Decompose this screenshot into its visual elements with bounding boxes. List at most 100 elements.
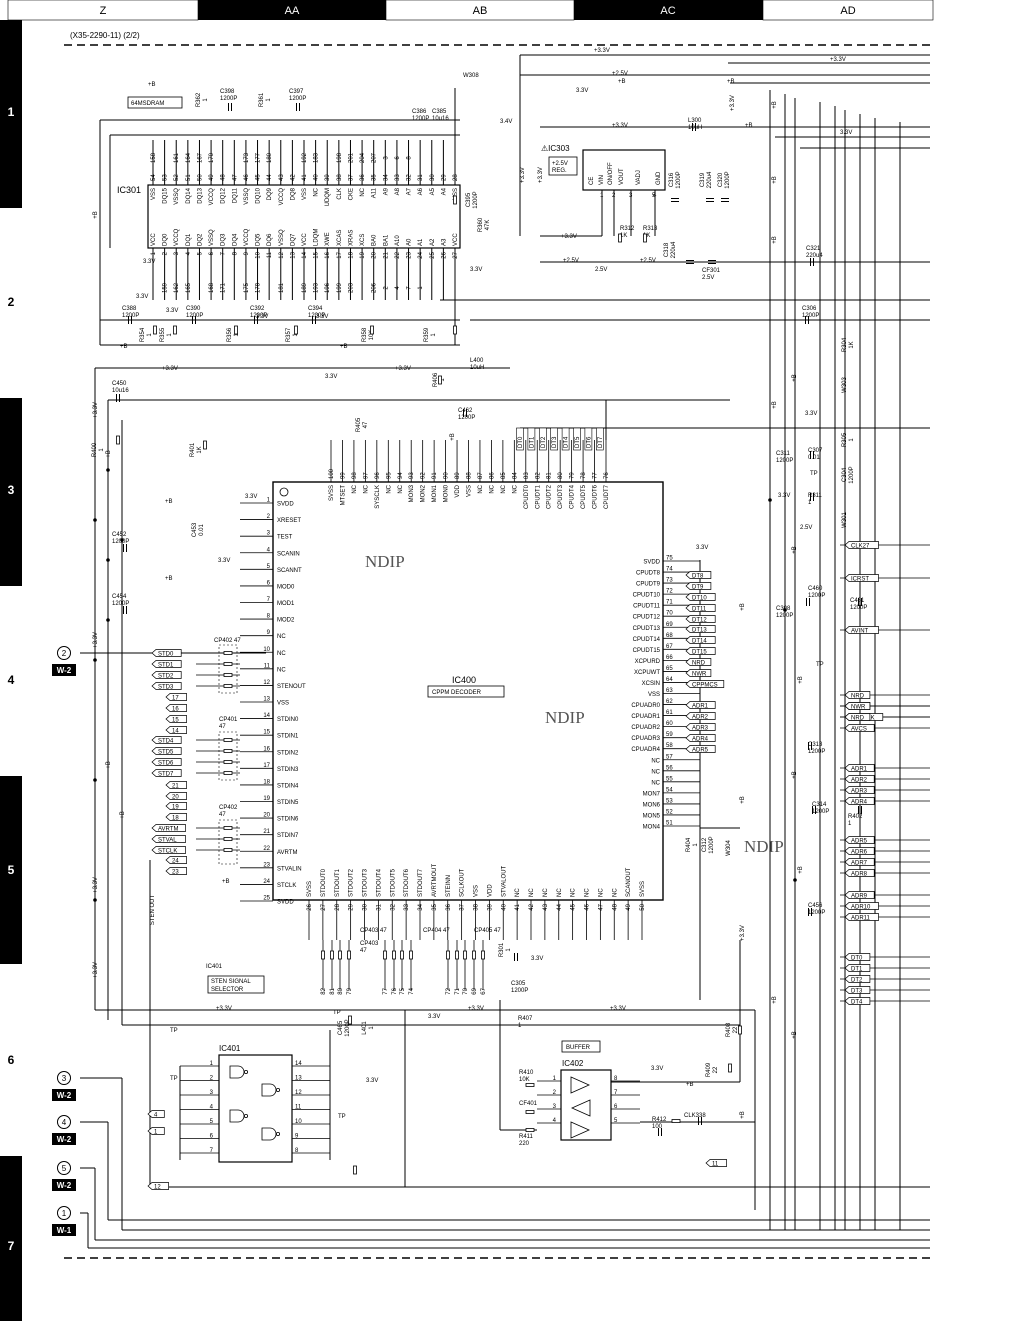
component-value: 1200P [776,458,793,464]
ic400-right-pin-name: MON6 [643,802,661,808]
cp401-label: CP401 [219,717,238,723]
ic301-top-pin-number: 31 [418,174,424,181]
ic400-right-pin-name: VSS [648,692,660,698]
net-label-shape [844,713,871,721]
resistor-pack-element [409,950,413,960]
component-value: 1K [197,446,203,453]
ic400-right-pin-name: MON7 [643,791,661,797]
ic301-top-pin-name: VCCQ [209,188,215,206]
ic301-bottom-net: 181 [279,282,285,293]
net-label-shape [147,1127,165,1135]
net-label: NWR [844,702,871,711]
resistor [671,1119,681,1123]
net-label-shape [165,867,187,875]
net-label-shape [844,902,879,910]
net-label: 17 [165,693,187,702]
power-label: +2.5V [640,258,656,264]
net-label-text: STD2 [158,674,174,680]
ic301-bottom-pin-name: DQ1 [186,233,192,246]
component-ref: CF301 [702,268,721,274]
net-label-shape [151,660,182,668]
connector-tag: W-1 [57,1226,72,1235]
ic401-desc-line2: SELECTOR [211,987,244,993]
ic301-bottom-net: 168 [209,282,215,293]
net-label-shape [844,541,879,549]
component-value: 1 [506,948,512,952]
capacitor [123,544,127,552]
component-value: 100 [652,1124,663,1130]
ic301-bottom-pin-name: XCAS [337,230,343,246]
ic301-bottom-pin-number: 1 [151,251,157,255]
net-label-text: DT4 [851,1000,863,1006]
component-ref: R407 [518,1016,533,1022]
capacitor [810,451,814,459]
net-label-text: AVCS [851,727,867,733]
net-label-shape [165,693,187,701]
power-label: +B [686,1082,694,1088]
component-ref: R362 [196,92,202,107]
ic301-bottom-net: 193 [314,282,320,293]
ic400-right-pin-name: CPUADR3 [631,736,660,742]
ic301-top-net: 180 [267,152,273,163]
ic400-left-pin-name: STDIN6 [277,817,299,823]
component-value: 1 [147,333,153,337]
ic301-bottom-pin-name: LDQM [314,229,320,246]
ic301-bottom-net: 175 [244,282,250,293]
ic400-left-pin-number: 3 [267,531,271,537]
net-label-shape [147,1110,165,1118]
ic400-left-pin-number: 11 [264,663,271,669]
ic301-top-pin-name: DQ15 [163,187,169,203]
component-ref: R361 [259,92,265,107]
net-label: 14 [165,726,187,735]
ic303-pin-name: GND [656,171,662,185]
net-label: STVAL [151,835,186,844]
capacitor [463,409,467,417]
component-value: 1200P [458,415,475,421]
net-label-shape [165,792,187,800]
ic400-bottom-pin-name: VDD [487,884,493,897]
component-ref: C318 [664,242,670,257]
component-value: 1200P [850,605,867,611]
component-ref: C314 [812,802,827,808]
component-value: 10u16 [112,388,129,394]
ic400-left-pin-name: MOD0 [277,584,295,590]
capacitor [708,260,716,264]
ic400-top-pin-number: 78 [581,472,587,479]
pack-pin-number: 74 [409,987,415,994]
ic400-top-pin-number: 89 [455,472,461,479]
net-label-shape [538,427,547,451]
net-label-shape [685,723,716,731]
power-label: 3.3V [696,545,708,551]
ic301-top-pin-number: 29 [441,174,447,181]
component-ref: R301 [499,942,505,957]
component-ref: R402 [848,814,863,820]
ic301-bottom-pin-name: VCC [151,233,157,246]
ic400-top-pin-name: MTSET [340,485,346,506]
ic400-left-pin-name: STDIN4 [277,783,299,789]
net-label-text: NRD [692,661,706,667]
net-label-shape [151,758,182,766]
ic301-bottom-pin-number: 26 [441,251,447,258]
net-label-shape [165,704,187,712]
power-label: TP [170,1076,178,1082]
component-ref: C450 [112,381,127,387]
ic400-right-pin-number: 60 [666,721,673,727]
ic400-right-pin-name: CPUADR0 [631,703,660,709]
ic301-bottom-pin-number: 15 [314,251,320,258]
power-label: 3.3V [428,1014,440,1020]
ic301-top-pin-name: A5 [430,187,436,195]
ic400-bottom-pin-number: 32 [390,903,396,910]
component-ref: W301 [842,512,848,528]
net-label-text: AVRTM [158,827,178,833]
ic303-pin-number: 5 [652,193,656,199]
ic301-top-pin-name: DQ14 [186,187,192,203]
net-label: 21 [165,781,187,790]
net-label: DT2 [844,975,871,984]
ic400-top-pin-number: 87 [478,472,484,479]
net-label-shape [685,604,716,612]
component-value: 47K [485,220,491,231]
component-value: 1200P [250,313,267,319]
ic400-top-pin-name: CPUDT5 [581,484,587,509]
ic301-top-pin-number: 47 [232,174,238,181]
cp402-value: 47 [219,812,226,818]
